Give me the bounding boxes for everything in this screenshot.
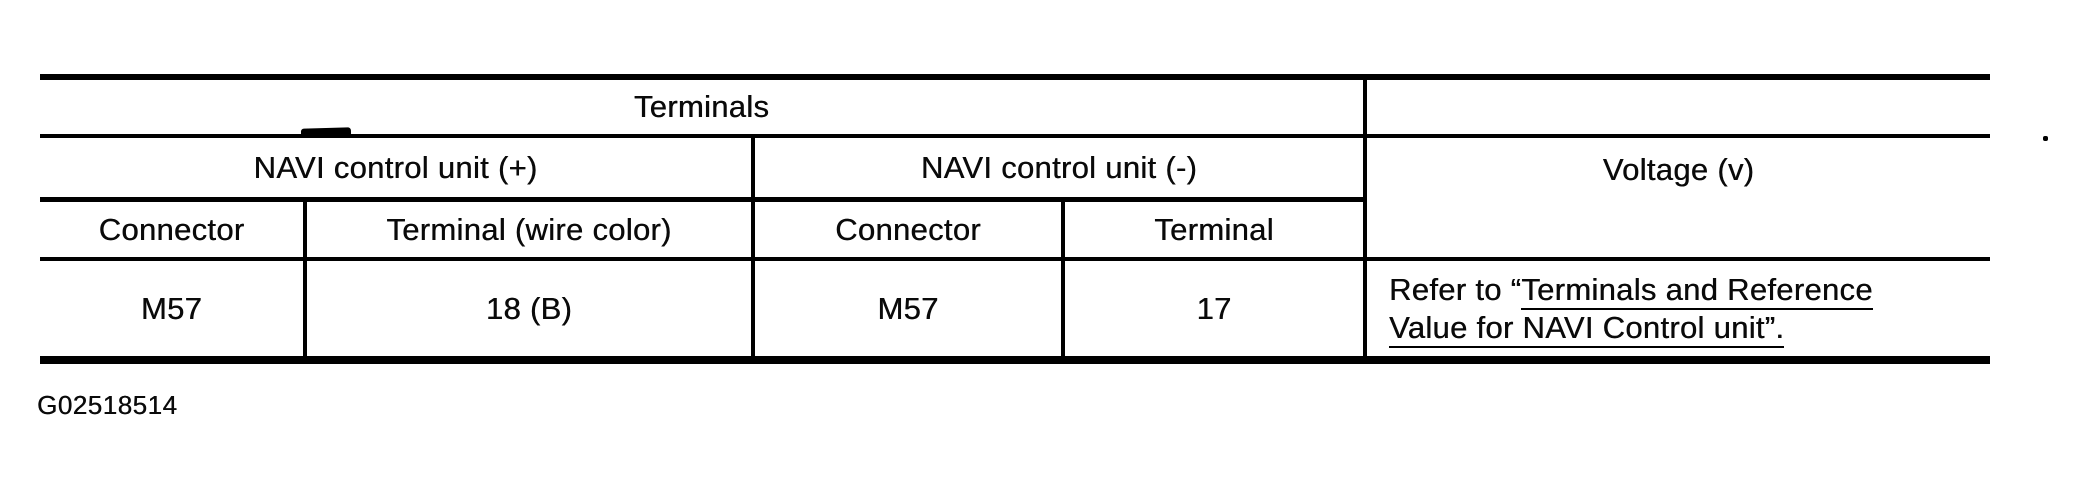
voltage-reference-prefix: Refer to “ <box>1389 272 1522 307</box>
terminal-plus-value-cell: 18 (B) <box>485 290 573 326</box>
voltage-header-cell: Voltage (v) <box>1602 152 1755 187</box>
reference-link[interactable]: Value for NAVI Control unit”. <box>1389 310 1785 348</box>
divider-terminals-voltage <box>1363 74 1367 364</box>
divider-plus-minus-groups <box>751 134 755 364</box>
scan-speck-artifact <box>2043 136 2048 141</box>
navi-control-unit-plus-header: NAVI control unit (+) <box>253 149 538 185</box>
table-bottom-border <box>40 356 1990 364</box>
table-rule-below-group-headers <box>40 197 1367 202</box>
terminal-wire-color-column-header: Terminal (wire color) <box>386 211 672 247</box>
terminal-minus-value-cell: 17 <box>1196 290 1232 326</box>
figure-code-label: G02518514 <box>37 390 178 420</box>
connector-plus-column-header: Connector <box>98 211 245 247</box>
table-rule-below-terminals <box>40 134 1990 138</box>
divider-connector-terminal-plus <box>303 197 307 364</box>
table-rule-above-data-row <box>40 257 1990 261</box>
table-top-border <box>40 74 1990 80</box>
terminal-minus-column-header: Terminal <box>1154 211 1274 247</box>
scan-smudge-artifact <box>300 127 352 138</box>
connector-plus-value-cell: M57 <box>140 290 203 326</box>
connector-minus-column-header: Connector <box>835 211 981 247</box>
navi-control-unit-minus-header: NAVI control unit (-) <box>920 149 1198 185</box>
connector-minus-value-cell: M57 <box>877 290 939 326</box>
terminals-header-cell: Terminals <box>633 89 770 124</box>
reference-link[interactable]: Terminals and Reference <box>1521 272 1873 310</box>
divider-connector-terminal-minus <box>1061 197 1065 364</box>
